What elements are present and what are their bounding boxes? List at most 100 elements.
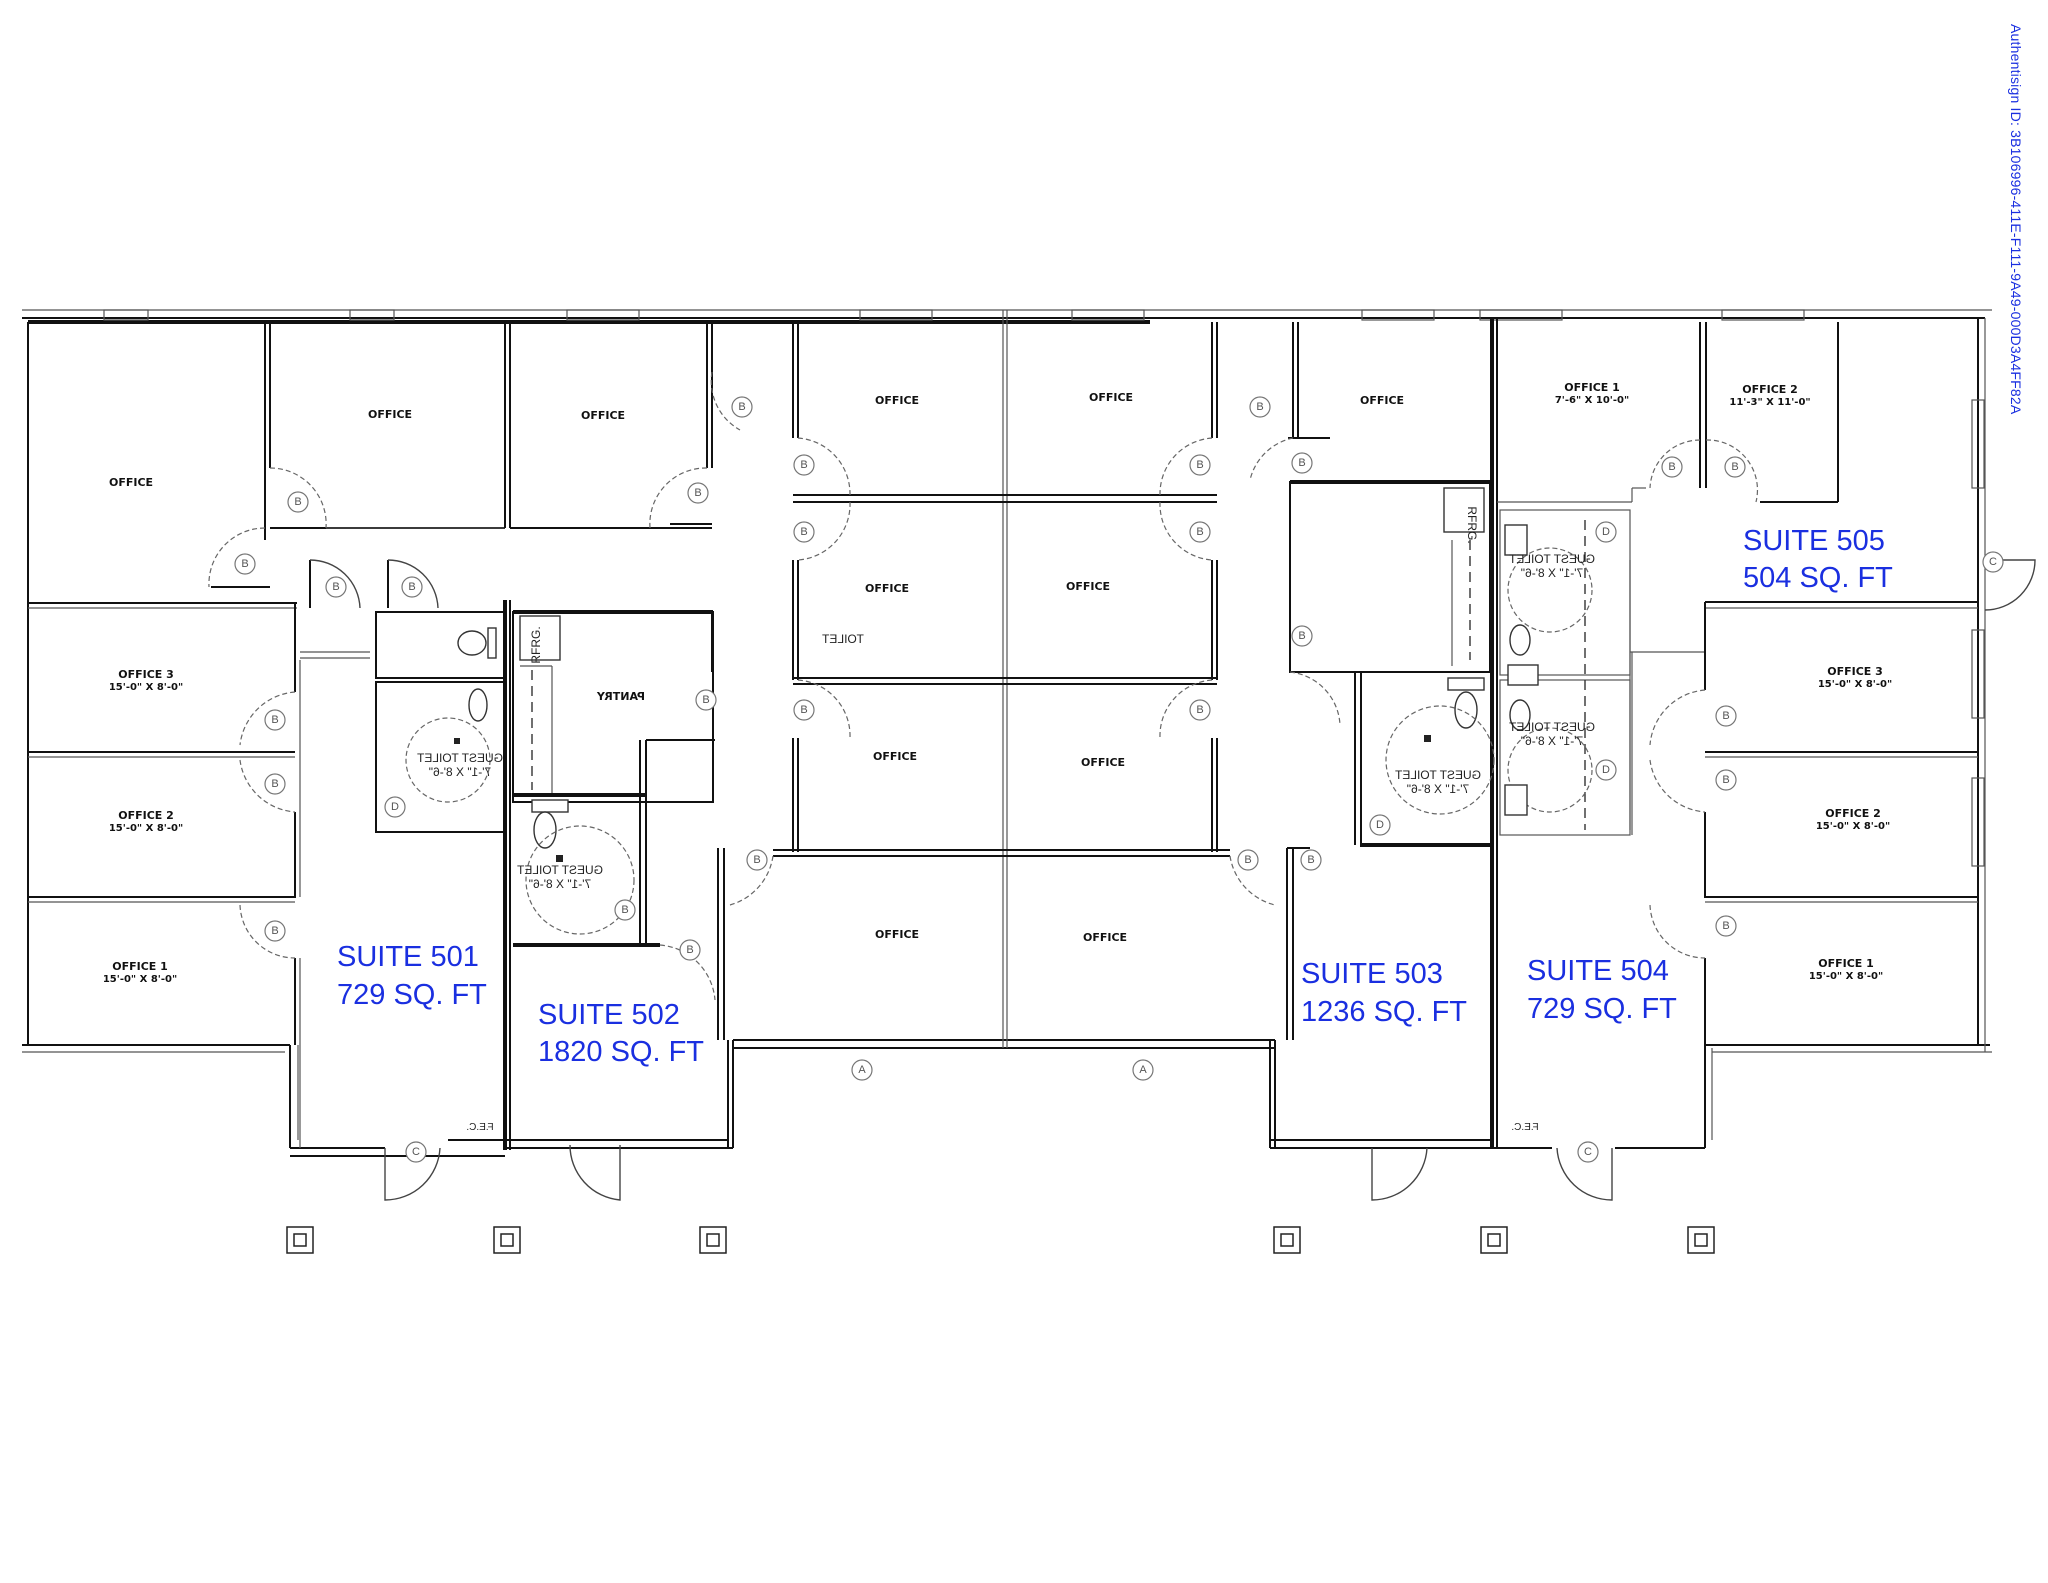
svg-text:B: B: [1244, 854, 1251, 866]
door-tag-b: B: [1189, 521, 1211, 543]
svg-text:B: B: [1298, 457, 1305, 469]
guest-toilet-label: GUEST TOILET: [516, 863, 603, 877]
door-tag-c: C: [1577, 1141, 1599, 1163]
door-tag-b: B: [1715, 705, 1737, 727]
suite-501-area: 729 SQ. FT: [337, 979, 487, 1011]
room-label-office: OFFICE: [1081, 756, 1125, 769]
office-1-label: OFFICE 1: [112, 960, 168, 973]
door-tag-b: B: [614, 899, 636, 921]
office-3-label: OFFICE 3: [118, 668, 174, 681]
door-tag-b: B: [234, 553, 256, 575]
door-tag-b: B: [695, 689, 717, 711]
guest-toilet-label: GUEST TOILET: [1508, 720, 1595, 734]
door-tag-b: B: [793, 454, 815, 476]
svg-text:D: D: [1602, 526, 1610, 538]
svg-text:B: B: [1731, 461, 1738, 473]
suite-labels: SUITE 501 729 SQ. FT SUITE 502 1820 SQ. …: [337, 525, 1893, 1068]
door-tag-a: A: [851, 1059, 873, 1081]
svg-text:B: B: [1722, 920, 1729, 932]
svg-text:B: B: [241, 558, 248, 570]
office-2-label: OFFICE 2: [118, 809, 174, 822]
svg-text:B: B: [702, 694, 709, 706]
room-label-office: OFFICE: [875, 394, 919, 407]
office-1-dim: 15'-0" X 8'-0": [1809, 971, 1883, 982]
door-tag-b: B: [1715, 915, 1737, 937]
refrigerator-label: RFRG.: [1465, 506, 1479, 543]
svg-text:D: D: [1376, 819, 1384, 831]
office-1-label: OFFICE 1: [1564, 381, 1620, 394]
room-label-office: OFFICE: [1066, 580, 1110, 593]
svg-text:B: B: [694, 487, 701, 499]
guest-toilet-label: GUEST TOILET: [1394, 768, 1481, 782]
door-tag-b: B: [264, 773, 286, 795]
guest-toilet-label: GUEST TOILET: [1508, 552, 1595, 566]
door-tag-b: B: [793, 521, 815, 543]
door-tag-d: D: [1595, 521, 1617, 543]
guest-toilet-dim: 7'-1" X 8'-6": [1521, 566, 1583, 580]
door-tag-a: A: [1132, 1059, 1154, 1081]
svg-text:B: B: [271, 925, 278, 937]
door-tag-b: B: [1249, 396, 1271, 418]
svg-text:C: C: [412, 1146, 420, 1158]
central-offices: [773, 310, 1230, 1048]
door-tag-b: B: [1189, 699, 1211, 721]
door-tag-b: B: [401, 576, 423, 598]
suite-503-area: 1236 SQ. FT: [1301, 996, 1467, 1028]
office-2-dim: 15'-0" X 8'-0": [109, 823, 183, 834]
fec-label: F.E.C.: [1511, 1122, 1538, 1133]
door-tag-c: C: [405, 1141, 427, 1163]
svg-text:A: A: [858, 1064, 866, 1076]
office-3-dim: 15'-0" X 8'-0": [1818, 679, 1892, 690]
refrigerator-label: RFRG.: [529, 626, 543, 663]
door-tag-b: B: [325, 576, 347, 598]
svg-text:B: B: [1722, 774, 1729, 786]
suite-504-area: 729 SQ. FT: [1527, 993, 1677, 1025]
door-tag-b: B: [793, 699, 815, 721]
room-label-office: OFFICE: [581, 409, 625, 422]
door-tag-c: C: [1982, 551, 2004, 573]
svg-text:B: B: [1307, 854, 1314, 866]
suite-505-name: SUITE 505: [1743, 525, 1885, 557]
svg-text:B: B: [1722, 710, 1729, 722]
suite-502-name: SUITE 502: [538, 999, 680, 1031]
office-2-label: OFFICE 2: [1742, 383, 1798, 396]
room-label-office: OFFICE: [873, 750, 917, 763]
office-2-label: OFFICE 2: [1825, 807, 1881, 820]
door-tag-b: B: [1189, 454, 1211, 476]
suite-501-name: SUITE 501: [337, 941, 479, 973]
svg-text:D: D: [1602, 764, 1610, 776]
svg-text:B: B: [686, 944, 693, 956]
suite-502: [504, 322, 725, 1040]
door-tag-b: B: [1724, 456, 1746, 478]
svg-text:B: B: [800, 704, 807, 716]
svg-text:D: D: [391, 801, 399, 813]
guest-toilet-dim: 7'-1" X 8'-6": [429, 765, 491, 779]
door-tag-d: D: [384, 796, 406, 818]
office-1-dim: 7'-6" X 10'-0": [1555, 395, 1629, 406]
svg-text:B: B: [1196, 704, 1203, 716]
svg-text:B: B: [800, 459, 807, 471]
door-tag-b: B: [687, 482, 709, 504]
door-tag-b: B: [1715, 769, 1737, 791]
svg-text:B: B: [1668, 461, 1675, 473]
office-1-label: OFFICE 1: [1818, 957, 1874, 970]
suite-505-area: 504 SQ. FT: [1743, 562, 1893, 594]
svg-text:B: B: [1298, 630, 1305, 642]
door-tag-d: D: [1369, 814, 1391, 836]
office-2-dim: 11'-3" X 11'-0": [1729, 397, 1810, 408]
suite-502-area: 1820 SQ. FT: [538, 1036, 704, 1068]
guest-toilet-dim: 7'-1" X 8'-6": [529, 877, 591, 891]
room-label-office: OFFICE: [1083, 931, 1127, 944]
svg-text:C: C: [1584, 1146, 1592, 1158]
door-tag-b: B: [264, 920, 286, 942]
door-tag-b: B: [1661, 456, 1683, 478]
door-tags: B B B B B B B D B B B B B B B B B B B B …: [234, 396, 2004, 1163]
guest-toilet-dim: 7'-1" X 8'-6": [1407, 782, 1469, 796]
svg-text:B: B: [1196, 526, 1203, 538]
toilet-label: TOILET: [821, 632, 863, 646]
suite-501: [28, 322, 511, 1150]
svg-text:B: B: [738, 401, 745, 413]
svg-text:B: B: [408, 581, 415, 593]
exterior-walls: [22, 309, 1992, 1157]
